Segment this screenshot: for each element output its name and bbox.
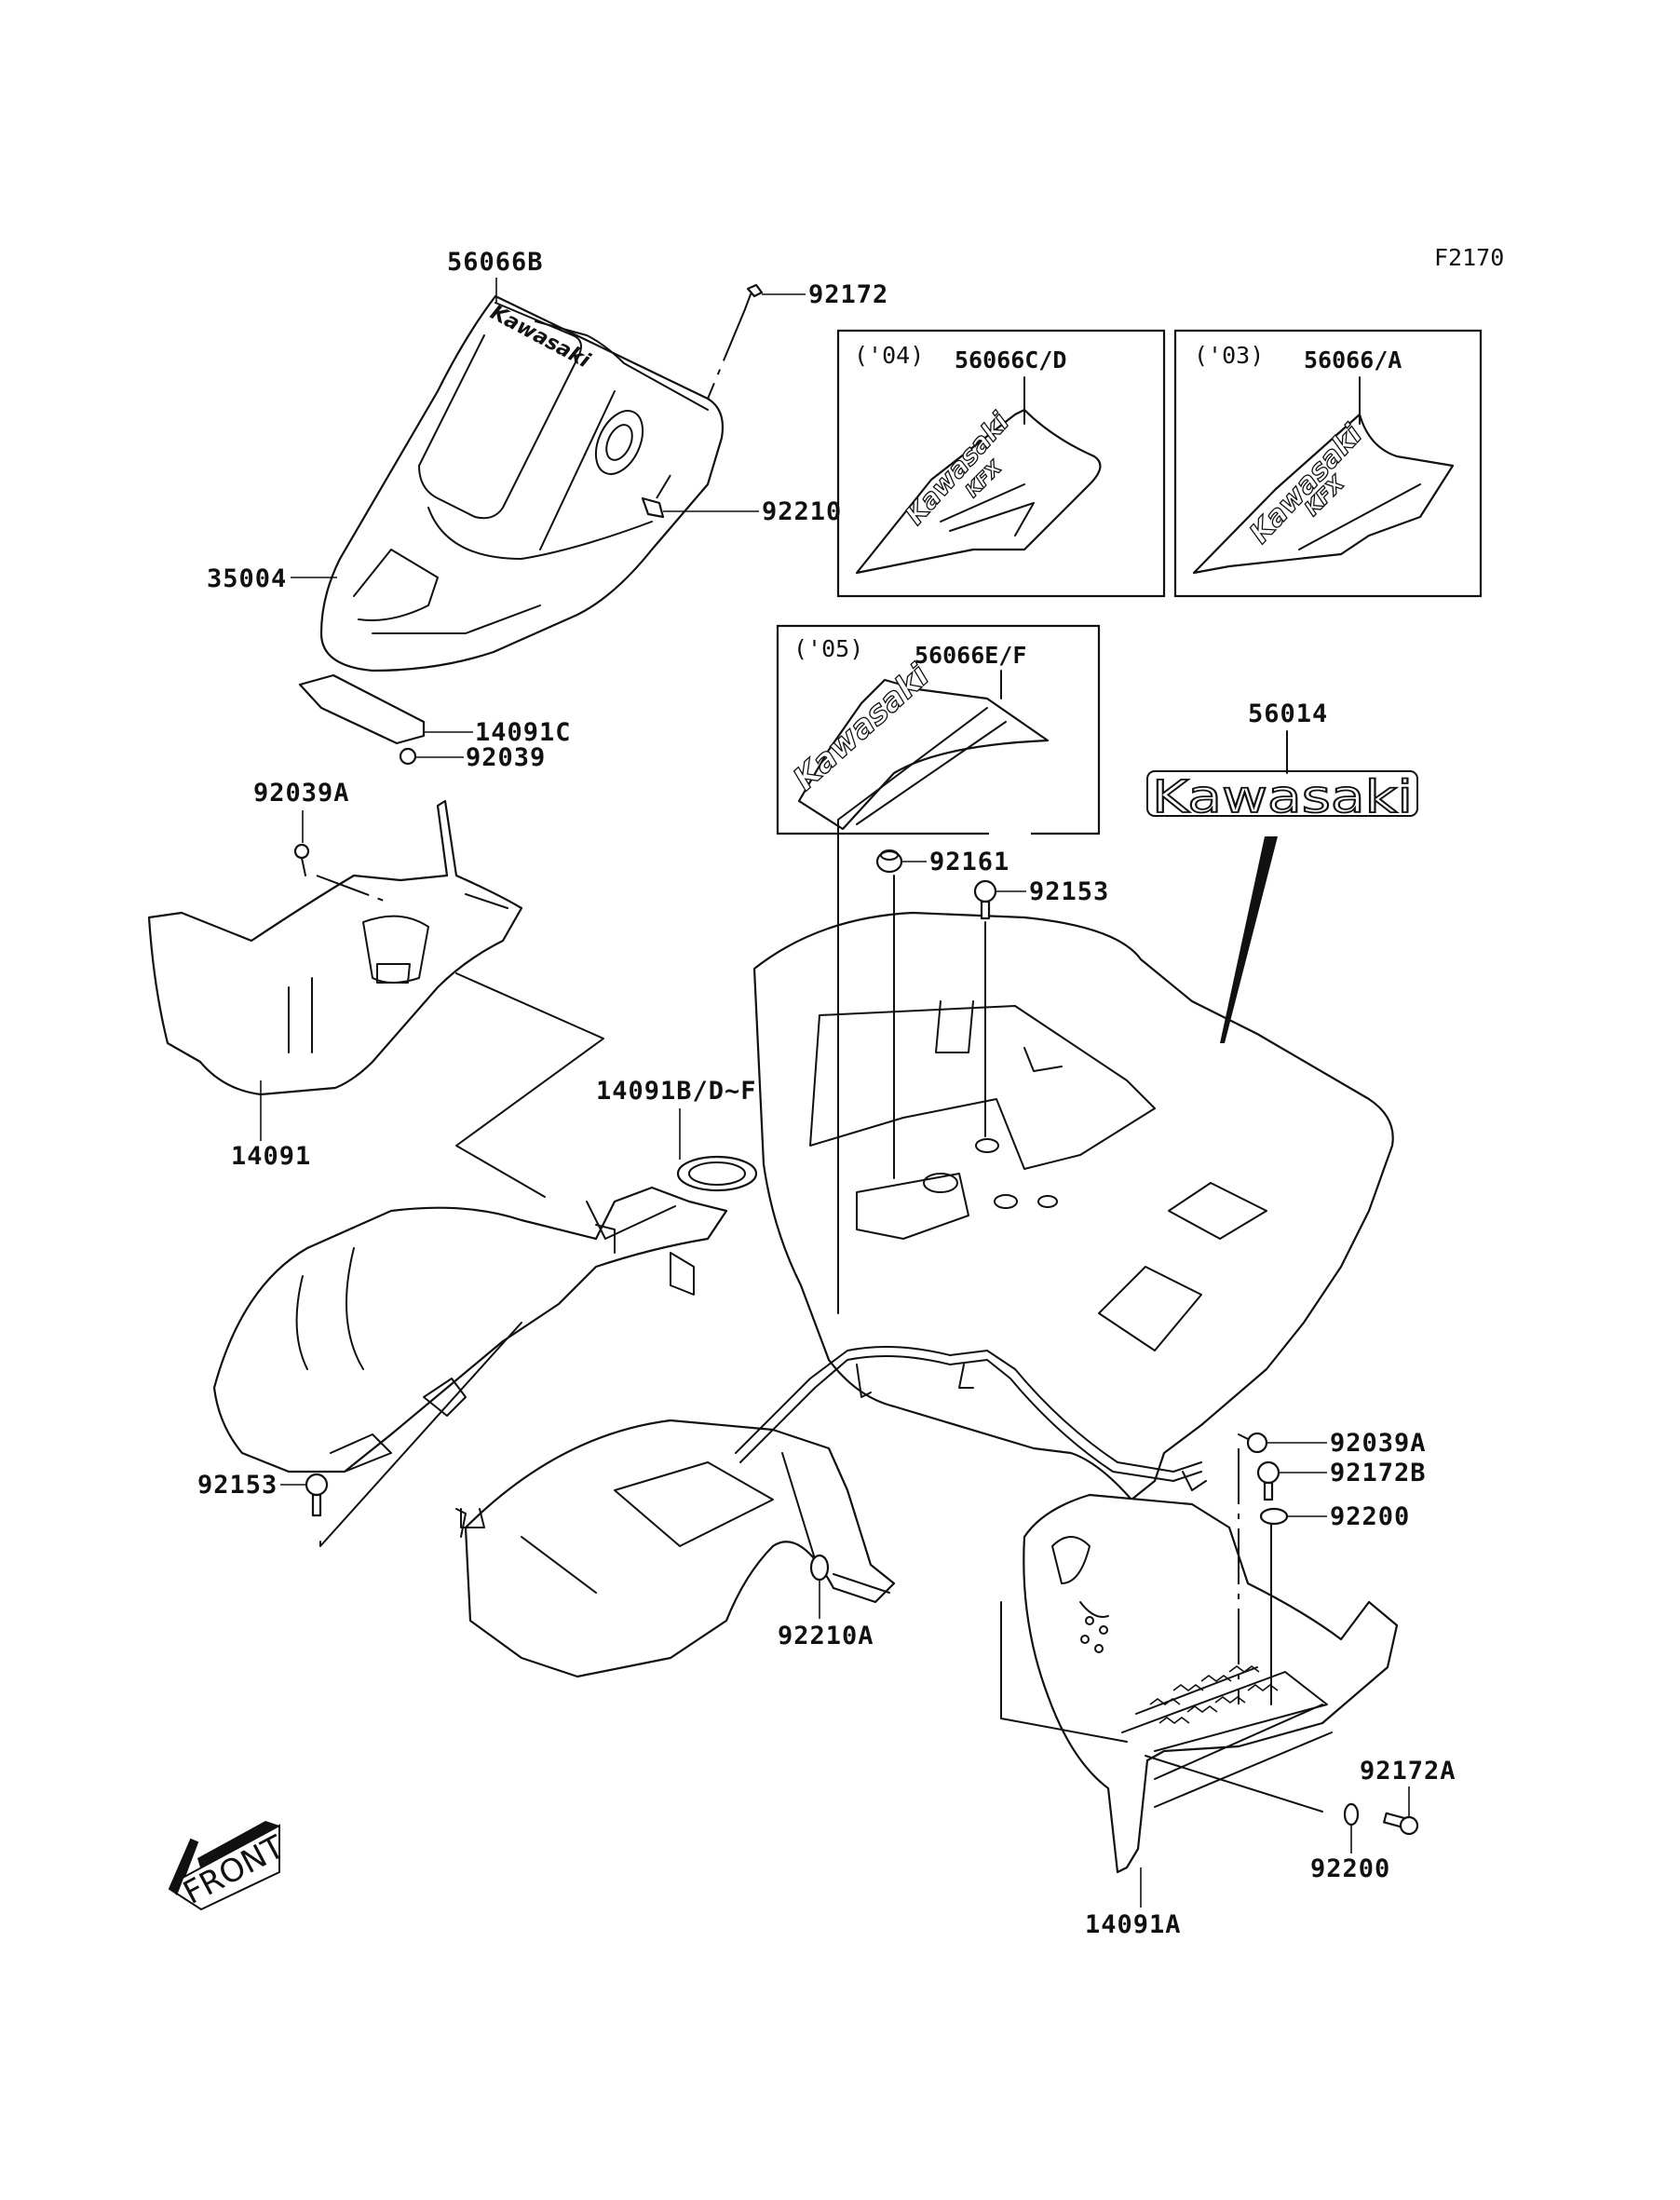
leader-line: [1145, 1755, 1323, 1813]
front-lower-cover[interactable]: [298, 673, 426, 745]
label-92200-right[interactable]: 92200: [1330, 1502, 1410, 1531]
label-14091b-d-f[interactable]: 14091B/D~F: [596, 1077, 757, 1106]
label-92210a[interactable]: 92210A: [778, 1622, 874, 1650]
clip-92039[interactable]: [399, 747, 417, 766]
callout-labels: 56066B 92172 92210 35004 14091C 92039 92…: [197, 248, 1456, 1939]
leader-line: [833, 1573, 890, 1594]
emblem-56014[interactable]: Kawasaki: [1146, 770, 1418, 824]
clip-92039a-left[interactable]: [293, 843, 310, 876]
label-14091a[interactable]: 14091A: [1085, 1910, 1182, 1939]
label-92153-left[interactable]: 92153: [197, 1471, 278, 1500]
grommet-92161[interactable]: [875, 849, 903, 874]
label-14091[interactable]: 14091: [231, 1142, 311, 1171]
left-side-cover[interactable]: [147, 799, 523, 1096]
variant-year: ('03): [1194, 342, 1264, 369]
label-92039a-right[interactable]: 92039A: [1330, 1429, 1427, 1458]
bolt-92153-left[interactable]: [305, 1473, 329, 1517]
washer-92200-lower[interactable]: [1343, 1802, 1360, 1827]
leader-line: [319, 1322, 522, 1547]
label-56066-a[interactable]: 56066/A: [1304, 346, 1402, 373]
front-direction-arrow: FRONT: [168, 1821, 291, 1912]
bolt-92172b[interactable]: [1256, 1460, 1280, 1501]
bolt-92153-center[interactable]: [973, 879, 997, 920]
screw-92172[interactable]: [744, 283, 764, 310]
variant-year: ('05): [793, 635, 863, 662]
emblem-text: Kawasaki: [1152, 771, 1413, 823]
label-92039[interactable]: 92039: [466, 743, 546, 772]
label-92039a-left[interactable]: 92039A: [253, 779, 350, 808]
label-92172a[interactable]: 92172A: [1360, 1757, 1456, 1786]
front-fender[interactable]: Kawasaki: [319, 294, 725, 672]
clip-92039a-right[interactable]: [1238, 1432, 1268, 1454]
label-92161[interactable]: 92161: [929, 848, 1009, 876]
leader-dash: [656, 474, 671, 499]
clip-92210a[interactable]: [809, 1554, 830, 1582]
label-56066b[interactable]: 56066B: [447, 248, 544, 277]
main-body-cover[interactable]: [212, 911, 1394, 1678]
leader-dash: [316, 875, 392, 904]
leader-line: [455, 972, 604, 1198]
leader-line: [1000, 1601, 1128, 1743]
label-92172[interactable]: 92172: [808, 280, 888, 309]
variant-year: ('04): [854, 342, 924, 369]
fuel-cap-opening: [594, 410, 644, 475]
label-14091c[interactable]: 14091C: [475, 718, 572, 747]
washer-92200-right[interactable]: [1259, 1507, 1289, 1526]
footrest-guard[interactable]: [1023, 1493, 1399, 1874]
label-56014[interactable]: 56014: [1248, 699, 1328, 728]
bolt-92172a[interactable]: [1383, 1812, 1419, 1836]
leader-dash: [707, 308, 746, 400]
label-92200-lower[interactable]: 92200: [1310, 1854, 1390, 1883]
label-92153-center[interactable]: 92153: [1029, 877, 1109, 906]
figure-code: F2170: [1434, 244, 1504, 271]
callout-leaders: [260, 278, 1410, 1908]
clip-92210[interactable]: [641, 496, 665, 519]
emblem-pointer: [1220, 836, 1278, 1043]
label-92172b[interactable]: 92172B: [1330, 1459, 1427, 1487]
label-56066e-f[interactable]: 56066E/F: [915, 642, 1026, 669]
label-56066c-d[interactable]: 56066C/D: [955, 346, 1066, 373]
label-35004[interactable]: 35004: [207, 564, 287, 593]
label-92210[interactable]: 92210: [762, 497, 842, 526]
